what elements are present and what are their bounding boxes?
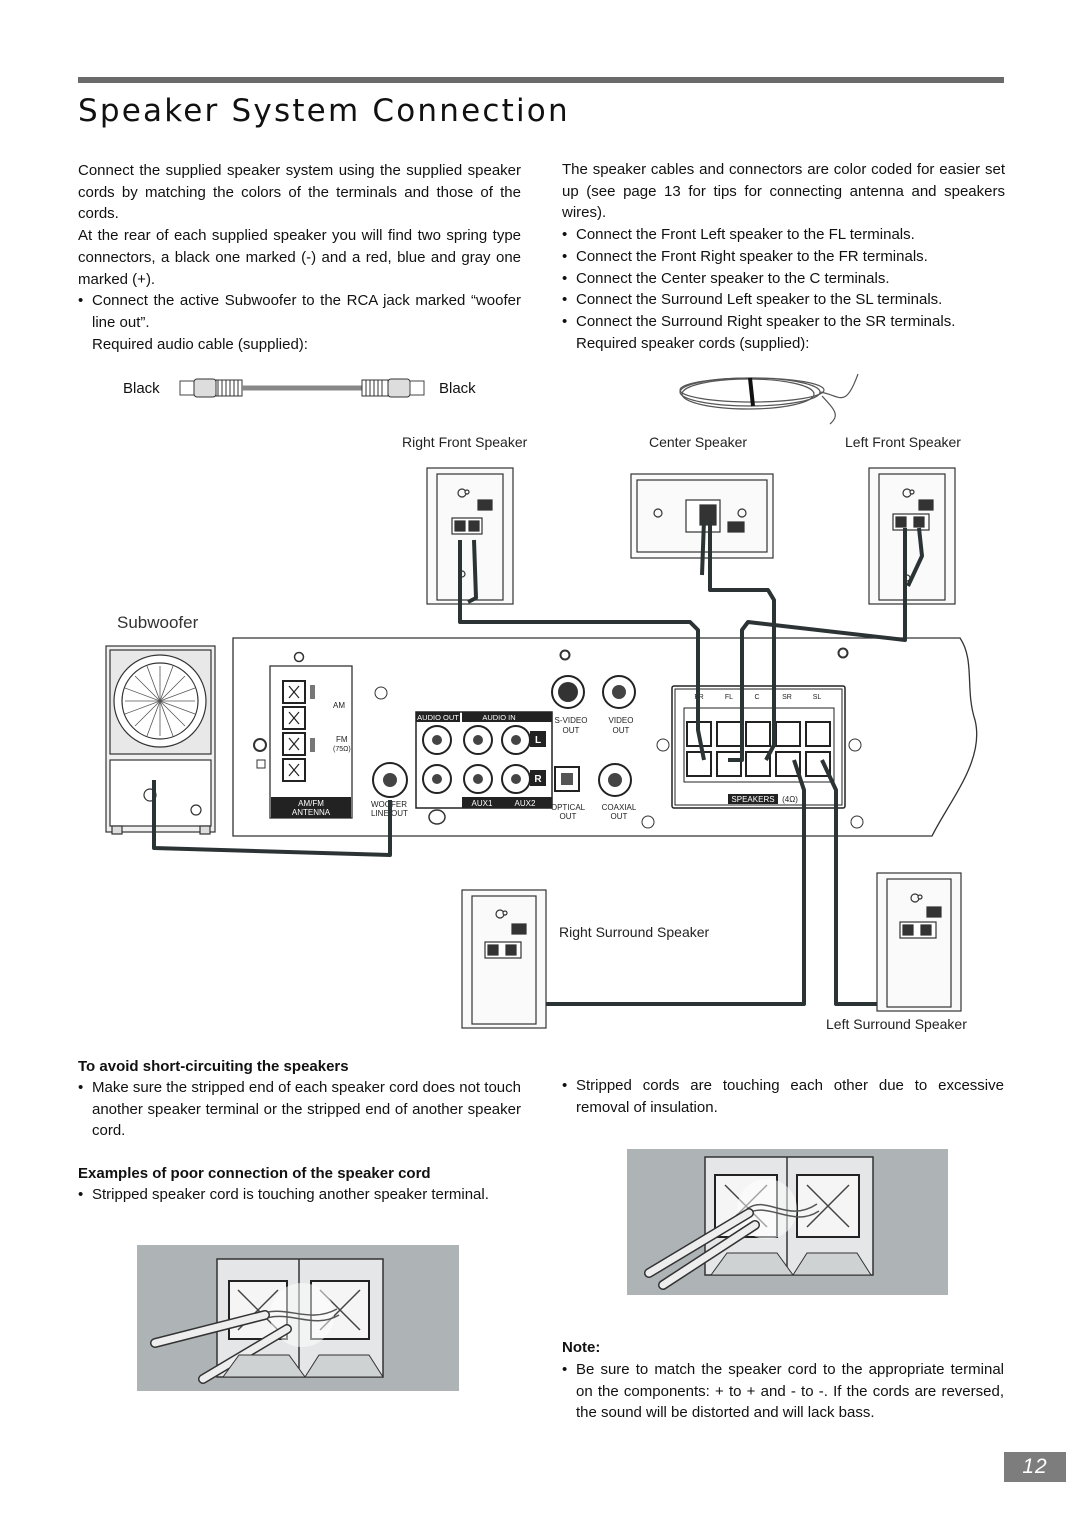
bullet-icon: • [562, 291, 568, 309]
connection-bullet: •Connect the Front Left speaker to the F… [562, 224, 1005, 246]
stripped-cords-bullet: • Stripped cords are touching each other… [562, 1075, 1004, 1118]
bullet-icon: • [562, 312, 568, 330]
bullet-icon: • [78, 1079, 84, 1096]
antenna-label-1: AM/FM [298, 799, 324, 808]
page-title: Speaker System Connection [78, 93, 570, 129]
right-front-label: Right Front Speaker [402, 434, 528, 450]
stripped-cords-photo [627, 1149, 948, 1295]
avoid-section: To avoid short-circuiting the speakers •… [78, 1057, 521, 1206]
connection-bullet: •Connect the Surround Left speaker to th… [562, 289, 1005, 311]
bullet-icon: • [78, 292, 84, 310]
rca-cable-illustration: Black Black [123, 378, 476, 398]
page-number: 12 [1004, 1452, 1066, 1482]
avoid-bullet: • Make sure the stripped end of each spe… [78, 1077, 521, 1142]
coaxial-label-2: OUT [611, 812, 628, 821]
right-front-speaker [426, 467, 514, 605]
left-channel-label: L [535, 735, 541, 746]
stripped-cords-note: • Stripped cords are touching each other… [562, 1075, 1004, 1118]
bullet-icon: • [562, 247, 568, 265]
am-label: AM [333, 701, 345, 710]
audio-out-label: AUDIO OUT [417, 713, 459, 722]
right-surround-label: Right Surround Speaker [559, 924, 710, 940]
aux2-label: AUX2 [515, 799, 536, 808]
right-surround-speaker [461, 889, 547, 1029]
subwoofer-unit [105, 645, 216, 835]
optical-label-2: OUT [560, 812, 577, 821]
right-intro: The speaker cables and connectors are co… [562, 159, 1005, 354]
cable-end-label-left: Black [123, 380, 160, 397]
header-rule [78, 77, 1004, 83]
poor-connection-bullet: • Stripped speaker cord is touching anot… [78, 1184, 521, 1206]
left-front-speaker [868, 467, 956, 605]
terminal-label-sr: SR [782, 694, 792, 701]
required-audio-cable: Required audio cable (supplied): [92, 335, 308, 353]
terminal-label-c: C [754, 694, 759, 701]
speaker-cord-coil [679, 373, 859, 425]
note-bullet: • Be sure to match the speaker cord to t… [562, 1359, 1004, 1424]
connection-bullet: •Connect the Center speaker to the C ter… [562, 268, 1005, 290]
connection-bullet: •Connect the Front Right speaker to the … [562, 246, 1005, 268]
intro-paragraph-2: At the rear of each supplied speaker you… [78, 227, 521, 288]
connection-diagram: Black Black Right Front Speaker Center S… [105, 373, 978, 1032]
poor-connection-photo [137, 1245, 459, 1391]
bullet-icon: • [562, 269, 568, 287]
antenna-label-2: ANTENNA [292, 808, 331, 817]
note-section: Note: • Be sure to match the speaker cor… [562, 1338, 1004, 1424]
subwoofer-bullet: • Connect the active Subwoofer to the RC… [78, 290, 521, 333]
terminal-label-sl: SL [813, 694, 822, 701]
bullet-icon: • [562, 226, 568, 244]
note-heading: Note: [562, 1339, 601, 1356]
required-speaker-cords: Required speaker cords (supplied): [576, 334, 810, 352]
subwoofer-label: Subwoofer [117, 613, 199, 632]
fm-ohm-label: (75Ω) [333, 746, 351, 753]
bullet-icon: • [78, 1186, 84, 1204]
right-channel-label: R [534, 774, 542, 785]
center-label: Center Speaker [649, 434, 747, 450]
video-label-1: VIDEO [609, 716, 634, 725]
poor-connection-heading: Examples of poor connection of the speak… [78, 1165, 431, 1183]
left-intro: Connect the supplied speaker system usin… [78, 160, 521, 355]
cable-end-label-right: Black [439, 380, 476, 397]
speakers-label: SPEAKERS [731, 795, 774, 804]
svideo-label-1: S-VIDEO [555, 716, 588, 725]
bullet-icon: • [562, 1361, 568, 1378]
fm-label: FM [336, 735, 348, 744]
coaxial-label-1: COAXIAL [602, 803, 637, 812]
intro-paragraph-1: Connect the supplied speaker system usin… [78, 162, 521, 223]
speakers-ohm-label: (4Ω) [782, 795, 798, 804]
svideo-label-2: OUT [563, 726, 580, 735]
avoid-heading: To avoid short-circuiting the speakers [78, 1058, 349, 1075]
left-surround-label: Left Surround Speaker [826, 1016, 967, 1032]
left-surround-speaker [876, 872, 962, 1012]
receiver-back-panel: AM FM (75Ω) AM/FM ANTENNA AUDIO OUT AUDI… [232, 637, 978, 837]
connection-bullet: •Connect the Surround Right speaker to t… [562, 311, 1005, 333]
audio-in-label: AUDIO IN [482, 713, 515, 722]
bullet-icon: • [562, 1077, 568, 1094]
color-coded-paragraph: The speaker cables and connectors are co… [562, 161, 1005, 222]
video-label-2: OUT [613, 726, 630, 735]
aux1-label: AUX1 [472, 799, 493, 808]
left-front-label: Left Front Speaker [845, 434, 961, 450]
terminal-label-fl: FL [725, 694, 733, 701]
optical-label-1: OPTICAL [551, 803, 586, 812]
